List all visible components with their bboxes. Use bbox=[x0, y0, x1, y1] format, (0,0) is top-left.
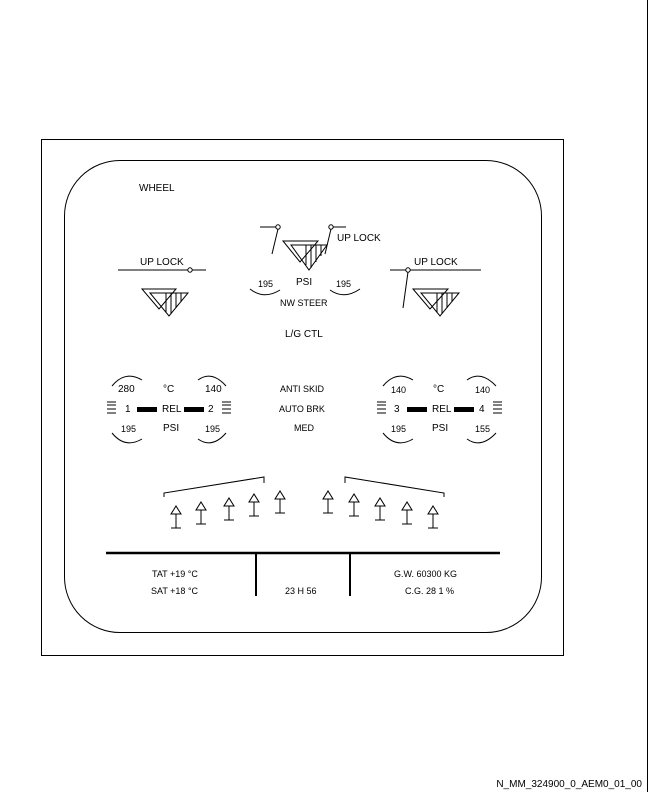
brake-1-number: 1 bbox=[125, 404, 131, 415]
nose-left-value: 195 bbox=[258, 279, 274, 289]
page-title: WHEEL bbox=[139, 183, 175, 194]
left-uplock-label: UP LOCK bbox=[140, 257, 184, 268]
arrow-indicator-9 bbox=[401, 501, 413, 525]
brake-2-number: 2 bbox=[208, 404, 214, 415]
arrow-indicator-1 bbox=[170, 505, 182, 529]
brake-4-temp: 140 bbox=[475, 385, 491, 395]
nose-uplock-label: UP LOCK bbox=[337, 233, 381, 244]
nw-steer-label: NW STEER bbox=[280, 298, 328, 308]
ecam-display bbox=[64, 160, 542, 633]
nose-psi-label: PSI bbox=[296, 277, 313, 288]
brake-3-release-bar bbox=[407, 407, 427, 412]
brake-2-temp: 140 bbox=[205, 384, 222, 395]
lg-ctl-label: L/G CTL bbox=[285, 329, 323, 340]
left-brake-gauges bbox=[107, 375, 231, 444]
brake-2-psi: 195 bbox=[205, 424, 221, 434]
brake-3-psi: 195 bbox=[391, 424, 407, 434]
left-rel-label: REL bbox=[162, 404, 182, 415]
right-uplock-label: UP LOCK bbox=[414, 257, 458, 268]
left-gear-symbol bbox=[118, 267, 206, 317]
brake-3-number: 3 bbox=[394, 404, 400, 415]
brake-4-psi: 155 bbox=[475, 424, 491, 434]
arrow-indicator-5 bbox=[274, 490, 286, 514]
arrow-indicator-8 bbox=[374, 497, 386, 521]
cg-readout: C.G. 28 1 % bbox=[405, 586, 455, 596]
figure-reference: N_MM_324900_0_AEM0_01_00 bbox=[496, 779, 642, 790]
right-brake-gauges bbox=[377, 375, 502, 444]
brake-2-release-bar bbox=[184, 407, 204, 412]
arrow-indicator-10 bbox=[427, 505, 439, 529]
wheel-brackets bbox=[163, 476, 445, 497]
auto-brk-label: AUTO BRK bbox=[279, 404, 325, 414]
arrow-indicator-6 bbox=[322, 490, 334, 514]
figure-frame bbox=[41, 139, 564, 656]
left-psi-unit: PSI bbox=[163, 423, 180, 434]
time-readout: 23 H 56 bbox=[285, 586, 317, 596]
auto-brk-mode: MED bbox=[294, 423, 314, 433]
right-rel-label: REL bbox=[432, 404, 452, 415]
arrow-indicator-4 bbox=[248, 493, 260, 517]
brake-3-temp: 140 bbox=[391, 385, 407, 395]
sat-readout: SAT +18 °C bbox=[151, 586, 199, 596]
brake-1-temp: 280 bbox=[118, 384, 135, 395]
status-separators bbox=[106, 551, 500, 596]
brake-4-release-bar bbox=[454, 407, 474, 412]
arrow-indicator-7 bbox=[348, 493, 360, 517]
nose-gear-symbol bbox=[249, 224, 361, 296]
brake-1-psi: 195 bbox=[121, 424, 137, 434]
arrow-indicators bbox=[170, 490, 439, 529]
left-temp-unit: °C bbox=[163, 384, 175, 395]
brake-4-number: 4 bbox=[479, 404, 485, 415]
right-temp-unit: °C bbox=[433, 384, 445, 395]
arrow-indicator-3 bbox=[223, 497, 235, 521]
tat-readout: TAT +19 °C bbox=[152, 569, 198, 579]
nose-right-value: 195 bbox=[336, 279, 352, 289]
right-psi-unit: PSI bbox=[432, 423, 449, 434]
arrow-indicator-2 bbox=[195, 501, 207, 525]
brake-1-release-bar bbox=[137, 407, 157, 412]
gross-weight-readout: G.W. 60300 KG bbox=[394, 569, 458, 579]
anti-skid-label: ANTI SKID bbox=[280, 384, 325, 394]
right-gear-symbol bbox=[390, 267, 481, 317]
